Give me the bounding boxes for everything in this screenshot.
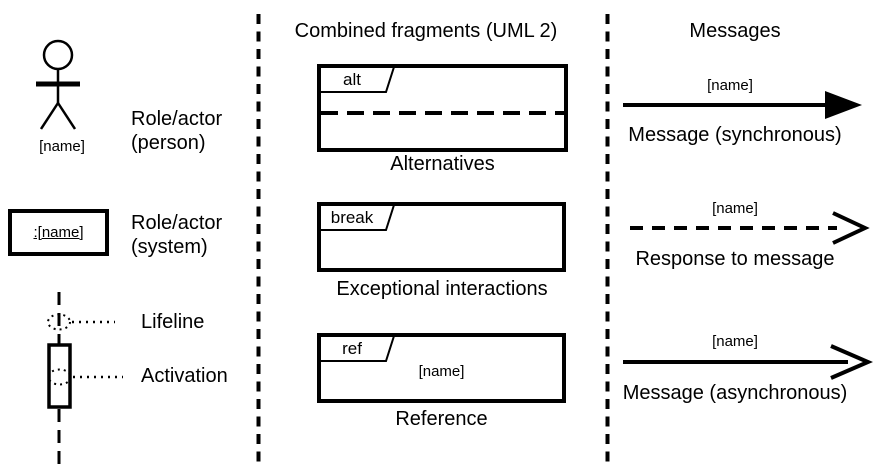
fragment-ref-operator: ref (342, 339, 362, 358)
fragment-break-operator: break (330, 208, 374, 227)
lifeline-label: Lifeline (141, 311, 205, 333)
message-async-name-label: [name] (712, 333, 758, 350)
fragments-column-header: Combined fragments (UML 2) (294, 20, 558, 42)
activation-label: Activation (141, 365, 228, 387)
message-response-arrow (630, 211, 870, 245)
message-response-name-label: [name] (712, 200, 758, 217)
message-async-arrow (623, 344, 873, 380)
fragment-tab-outline (320, 67, 395, 93)
actor-person-label: Role/actor (person) (131, 108, 223, 154)
fragment-alt-box: alt (317, 64, 568, 152)
messages-column-header: Messages (689, 20, 781, 42)
fragment-alt-caption: Alternatives (390, 153, 495, 175)
fragment-ref-box: ref [name] (317, 333, 566, 403)
message-sync-arrow (623, 91, 862, 119)
fragment-break-caption: Exceptional interactions (336, 278, 548, 300)
actor-person-instance-label: [name] (39, 138, 85, 155)
lifeline-activation-symbol (47, 292, 123, 466)
fragment-tab-outline (320, 336, 395, 362)
actor-person-icon (36, 39, 80, 130)
message-sync-name-label: [name] (707, 77, 753, 94)
fragment-tab-outline (320, 205, 395, 231)
actor-system-instance-label: :[name] (33, 224, 84, 241)
message-sync-caption: Message (synchronous) (628, 124, 842, 146)
fragment-ref-caption: Reference (395, 408, 488, 430)
actor-system-label: Role/actor (system) (131, 212, 223, 258)
message-async-caption: Message (asynchronous) (622, 382, 848, 404)
fragment-alt-operator: alt (343, 70, 361, 89)
alt-region-divider-line (321, 111, 564, 115)
fragment-break-box: break (317, 202, 566, 272)
message-response-caption: Response to message (635, 248, 835, 270)
actor-system-symbol: :[name] (8, 209, 109, 256)
fragment-ref-instance-label: [name] (418, 363, 465, 380)
